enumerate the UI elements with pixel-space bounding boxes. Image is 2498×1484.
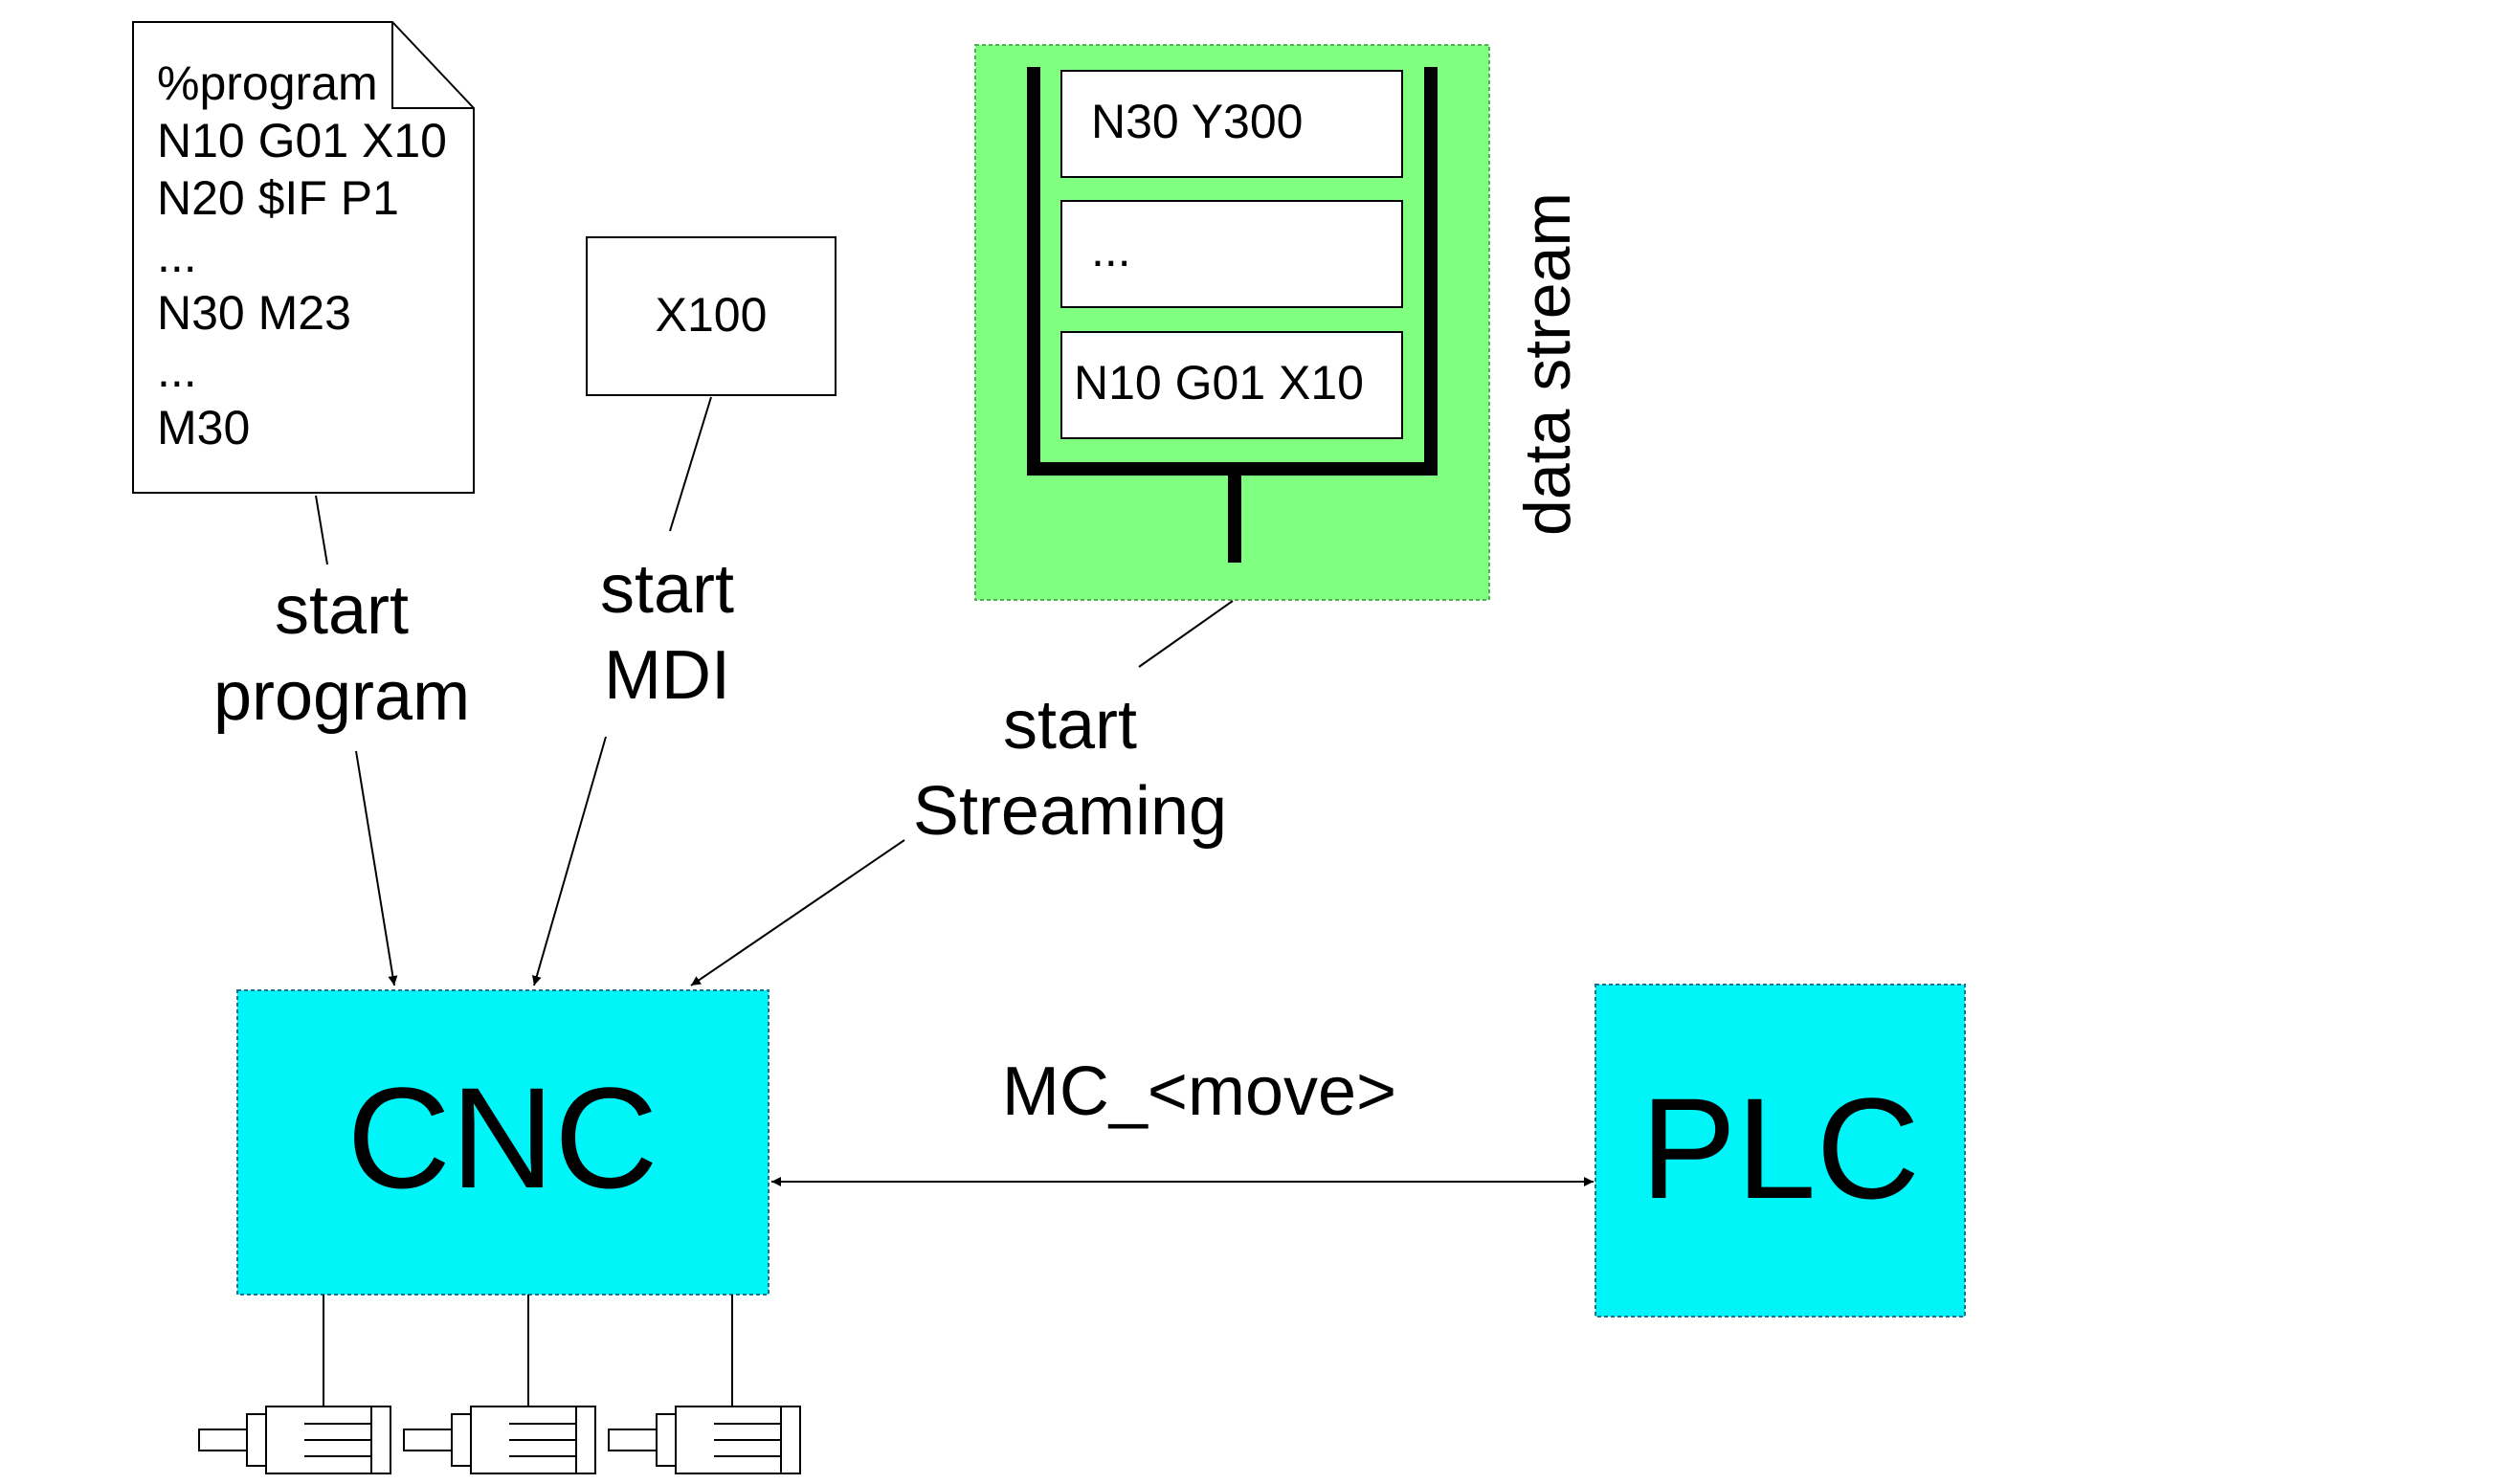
program-file-shape xyxy=(132,21,475,494)
start-mdi-line-1: start xyxy=(600,551,734,628)
program-line-4: ... xyxy=(157,229,197,282)
mc-move-label: MC_<move> xyxy=(1002,1053,1396,1130)
cnc-block-shape xyxy=(236,989,769,1296)
start-mdi-arrow xyxy=(531,736,607,986)
program-line-6: ... xyxy=(157,343,197,397)
motor-1 xyxy=(198,1406,391,1474)
plc-label: PLC xyxy=(1640,1068,1920,1229)
stream-item-1-box xyxy=(1060,70,1403,178)
program-line-1: %program xyxy=(157,56,378,110)
start-streaming-line-1: start xyxy=(1003,687,1137,764)
program-line-5: N30 M23 xyxy=(157,286,351,340)
data-stream-label: data stream xyxy=(1511,192,1584,536)
mdi-connector xyxy=(669,396,712,532)
mdi-box-text: X100 xyxy=(656,288,768,342)
program-connector xyxy=(315,495,328,565)
mdi-box-shape xyxy=(586,236,836,396)
program-line-7: M30 xyxy=(157,401,250,454)
program-file[interactable]: %program N10 G01 X10 N20 $IF P1 ... N30 … xyxy=(132,21,475,494)
start-streaming-label: start Streaming xyxy=(913,687,1227,850)
program-file-fold xyxy=(391,22,474,109)
stream-item-3: N10 G01 X10 xyxy=(1074,356,1364,410)
start-mdi-label: start MDI xyxy=(600,551,734,714)
program-line-2: N10 G01 X10 xyxy=(157,114,447,167)
start-program-label: start program xyxy=(213,572,470,735)
stream-connector xyxy=(1138,600,1234,668)
start-program-arrow xyxy=(355,750,398,986)
motor-2 xyxy=(403,1406,596,1474)
stream-box[interactable]: N30 Y300 ... N10 G01 X10 xyxy=(974,44,1490,601)
plc-block[interactable]: PLC xyxy=(1595,984,1966,1318)
mdi-box[interactable]: X100 xyxy=(586,236,836,396)
stream-item-3-box xyxy=(1060,331,1403,439)
start-program-line-2: program xyxy=(213,658,470,735)
start-program-line-1: start xyxy=(275,572,409,649)
stream-item-2-box xyxy=(1060,200,1403,308)
plc-block-shape xyxy=(1595,984,1966,1318)
start-mdi-line-2: MDI xyxy=(604,637,730,714)
stream-item-2: ... xyxy=(1091,223,1131,277)
stream-item-1: N30 Y300 xyxy=(1091,95,1303,148)
start-streaming-arrow xyxy=(690,839,905,986)
program-line-3: N20 $IF P1 xyxy=(157,171,399,225)
cnc-block[interactable]: CNC xyxy=(236,989,769,1296)
start-streaming-line-2: Streaming xyxy=(913,773,1227,850)
motor-3 xyxy=(608,1406,801,1474)
cnc-label: CNC xyxy=(347,1057,658,1218)
